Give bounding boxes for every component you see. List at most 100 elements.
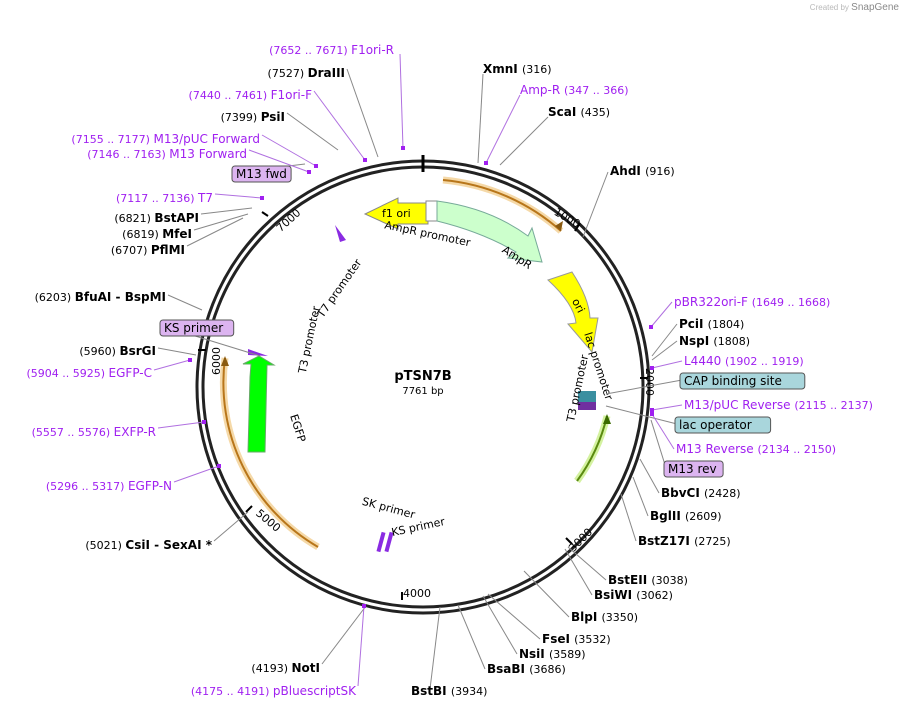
site-leader-line	[157, 347, 197, 356]
site-leader-line	[357, 605, 365, 687]
site-label[interactable]: (7440 .. 7461) F1ori-F	[189, 88, 313, 102]
credit-brand: SnapGene	[851, 2, 899, 13]
site-labels: XmnI (316) Amp-R (347 .. 366) ScaI (435) Ah…	[26, 43, 872, 698]
site-label[interactable]: (6203) BfuAI - BspMI	[35, 290, 166, 304]
site-leader-line	[651, 404, 683, 411]
site-label[interactable]: (7155 .. 7177) M13/pUC Forward	[71, 132, 260, 146]
tick-6000: 6000	[210, 347, 223, 375]
feature-cap-site-box[interactable]	[578, 391, 596, 403]
site-label[interactable]: BlpI (3350)	[571, 610, 638, 624]
green-arc	[574, 415, 611, 484]
site-label[interactable]: BstEII (3038)	[608, 573, 688, 587]
site-label[interactable]: (6819) MfeI	[122, 227, 192, 241]
site-label[interactable]: Amp-R (347 .. 366)	[520, 83, 629, 97]
site-leader-line	[399, 53, 404, 149]
site-leader-line	[457, 604, 486, 670]
tick-2000: 2000	[643, 368, 656, 396]
feature-sk-primer[interactable]	[376, 531, 386, 553]
site-label[interactable]: (5021) CsiI - SexAI *	[85, 538, 212, 552]
site-label[interactable]: (7527) DraIII	[268, 66, 345, 80]
site-label[interactable]: BsaBI (3686)	[487, 662, 566, 676]
primer-site-mark	[649, 325, 653, 329]
snapgene-credit: Created by SnapGene	[810, 2, 899, 13]
plasmid-name: pTSN7B	[394, 369, 451, 384]
site-label[interactable]: ScaI (435)	[548, 105, 610, 119]
site-label[interactable]: (5960) BsrGI	[79, 344, 156, 358]
site-label-box	[231, 165, 292, 183]
site-leader-line	[620, 493, 637, 542]
site-leader-line	[639, 458, 660, 494]
feature-label-ori: ori	[569, 296, 587, 315]
site-leader-line	[153, 359, 191, 371]
site-label-box	[663, 460, 724, 478]
site-label[interactable]: (7652 .. 7671) F1ori-R	[269, 43, 394, 57]
orange-arc-top-line	[442, 179, 562, 232]
site-leader-line	[261, 134, 317, 167]
site-label[interactable]: BglII (2609)	[650, 509, 722, 523]
site-leader-line	[650, 301, 673, 328]
site-leader-line	[193, 213, 249, 231]
site-label[interactable]: (4175 .. 4191) pBluescriptSK	[191, 684, 357, 698]
site-leader-line	[651, 323, 678, 357]
feature-t7-primer[interactable]	[335, 225, 346, 242]
site-leader-line	[346, 68, 379, 158]
site-label[interactable]: PciI (1804)	[679, 317, 744, 331]
site-label[interactable]: BstZ17I (2725)	[638, 534, 731, 548]
site-label[interactable]: AhdI (916)	[610, 164, 675, 178]
primer-site-mark	[363, 158, 367, 162]
site-leader-line	[200, 207, 253, 215]
site-label[interactable]: (6821) BstAPI	[114, 211, 199, 225]
feature-egfp[interactable]	[242, 355, 276, 453]
site-leader-line	[286, 112, 339, 151]
site-label[interactable]: L4440 (1902 .. 1919)	[684, 354, 804, 368]
site-leader-line	[477, 73, 484, 164]
feature-lac-operator-box[interactable]	[578, 402, 596, 410]
primer-site-mark	[650, 412, 654, 416]
site-leader-line	[523, 570, 570, 618]
primer-site-mark	[188, 358, 192, 362]
site-leader-line	[248, 149, 310, 173]
site-label[interactable]: BbvCI (2428)	[661, 486, 741, 500]
site-label[interactable]: lac operator	[679, 418, 752, 432]
site-label[interactable]: (7146 .. 7163) M13 Forward	[87, 147, 247, 161]
site-label-box	[679, 372, 806, 390]
site-leader-line	[313, 90, 366, 161]
orange-arc-top-head	[555, 221, 563, 231]
site-label[interactable]: FseI (3532)	[542, 632, 611, 646]
site-label[interactable]: CAP binding site	[684, 374, 782, 388]
site-label[interactable]: (6707) PflMI	[111, 243, 185, 257]
site-label[interactable]: pBR322ori-F (1649 .. 1668)	[674, 295, 830, 309]
site-label[interactable]: M13/pUC Reverse (2115 .. 2137)	[684, 398, 873, 412]
site-label[interactable]: (5296 .. 5317) EGFP-N	[46, 479, 172, 493]
feature-label-egfp: EGFP	[287, 413, 308, 444]
site-label[interactable]: (5904 .. 5925) EGFP-C	[26, 366, 152, 380]
site-label[interactable]: M13 rev	[668, 462, 717, 476]
site-label[interactable]: BsiWI (3062)	[594, 588, 673, 602]
site-label[interactable]: (7399) PsiI	[221, 110, 285, 124]
site-leader-line	[567, 546, 607, 581]
site-leader-line	[482, 595, 518, 655]
site-label[interactable]: (5557 .. 5576) EXFP-R	[32, 425, 156, 439]
site-label[interactable]: M13 fwd	[236, 167, 287, 181]
site-label[interactable]: (7117 .. 7136) T7	[116, 191, 213, 205]
site-label[interactable]: (4193) NotI	[251, 661, 320, 675]
feature-ks-primer-inner[interactable]	[384, 531, 394, 553]
site-leader-line	[213, 511, 249, 542]
site-label[interactable]: XmnI (316)	[483, 62, 552, 76]
site-leader-line	[214, 193, 263, 199]
site-label[interactable]: NspI (1808)	[679, 334, 750, 348]
site-leader-line	[485, 94, 521, 164]
feature-label-t3-right: T3 promoter	[564, 353, 591, 424]
site-label[interactable]: KS primer	[164, 321, 223, 335]
green-arc-head	[603, 414, 611, 424]
site-leader-line	[651, 340, 678, 361]
tick-7000: 7000	[274, 206, 304, 234]
site-label[interactable]: NsiI (3589)	[519, 647, 586, 661]
primer-site-mark	[307, 170, 311, 174]
site-label[interactable]: BstBI (3934)	[411, 684, 487, 698]
site-leader-line	[605, 405, 678, 425]
feature-ampr[interactable]	[436, 200, 543, 263]
feature-f1ori[interactable]	[363, 197, 429, 230]
site-label[interactable]: M13 Reverse (2134 .. 2150)	[676, 442, 836, 456]
feature-ori[interactable]	[547, 271, 599, 354]
